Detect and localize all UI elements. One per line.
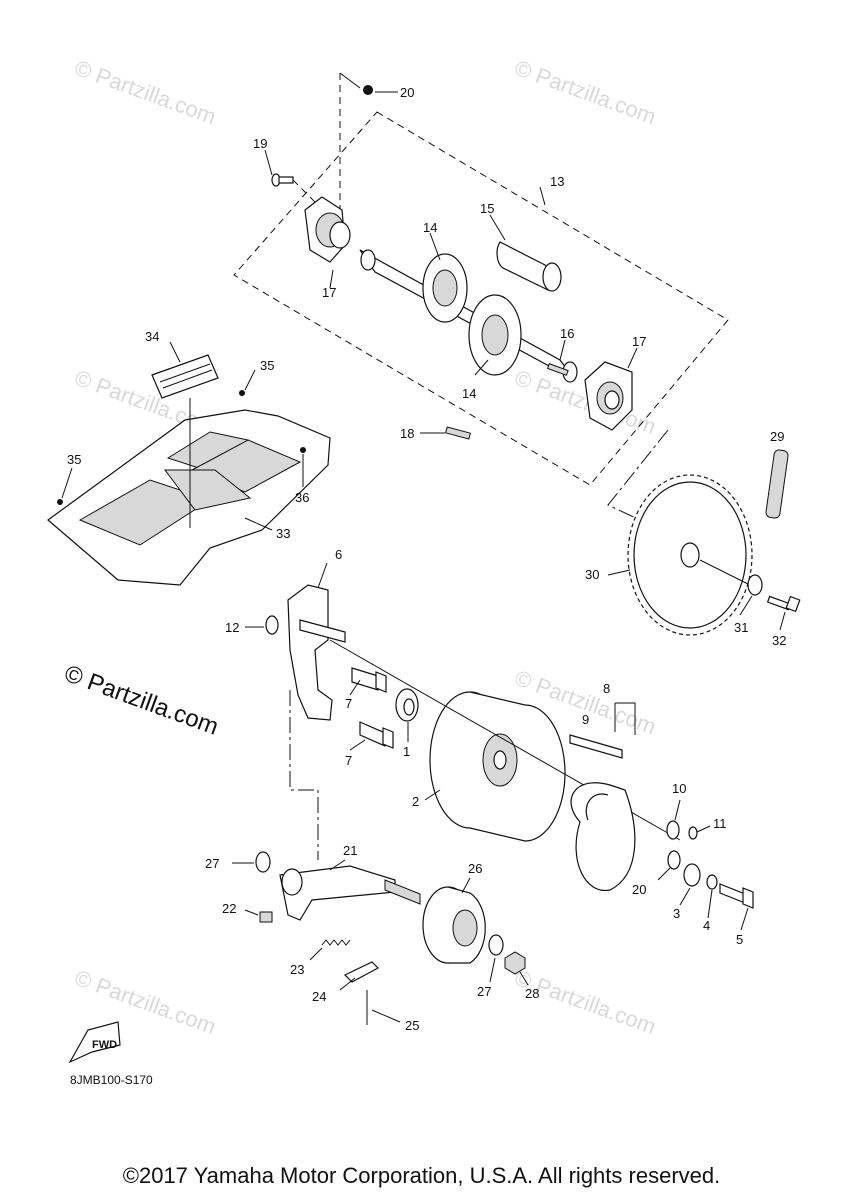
callout-26: 26 xyxy=(468,861,482,876)
leader-lines xyxy=(61,91,786,1023)
part-12-washer xyxy=(265,615,279,635)
part-20-cap xyxy=(363,85,373,95)
callout-35: 35 xyxy=(67,452,81,467)
callout-numbers: 20 19 13 15 14 17 34 35 16 17 14 18 35 3… xyxy=(67,85,786,1033)
callout-13: 13 xyxy=(550,174,564,189)
callout-24: 24 xyxy=(312,989,326,1004)
part-15-sleeve xyxy=(496,241,552,291)
callout-17: 17 xyxy=(632,334,646,349)
callout-12: 12 xyxy=(225,620,239,635)
part-5-bolt xyxy=(719,883,746,904)
callout-21: 21 xyxy=(343,843,357,858)
callout-15: 15 xyxy=(480,201,494,216)
callout-31: 31 xyxy=(734,620,748,635)
callout-7: 7 xyxy=(345,696,352,711)
callout-16: 16 xyxy=(560,326,574,341)
part-27-washer xyxy=(488,934,504,956)
part-16-key xyxy=(546,363,569,376)
part-18-key xyxy=(445,426,471,440)
callout-14: 14 xyxy=(423,220,437,235)
callout-25: 25 xyxy=(405,1018,419,1033)
callout-30: 30 xyxy=(585,567,599,582)
callout-20: 20 xyxy=(400,85,414,100)
callout-10: 10 xyxy=(672,781,686,796)
part-34-label xyxy=(151,354,219,399)
callout-28: 28 xyxy=(525,986,539,1001)
callout-9: 9 xyxy=(582,712,589,727)
part-3-washer xyxy=(683,863,701,887)
callout-32: 32 xyxy=(772,633,786,648)
part-7-bolt xyxy=(359,721,386,747)
callout-3: 3 xyxy=(673,906,680,921)
callout-1: 1 xyxy=(403,744,410,759)
callout-7: 7 xyxy=(345,753,352,768)
callout-20: 20 xyxy=(632,882,646,897)
part-24-plate xyxy=(343,961,379,983)
part-35-screw xyxy=(57,499,63,505)
svg-text:FWD: FWD xyxy=(92,1039,117,1051)
callout-22: 22 xyxy=(222,901,236,916)
callout-33: 33 xyxy=(276,526,290,541)
part-29-chain xyxy=(765,449,789,519)
callout-14: 14 xyxy=(462,386,476,401)
drawing-code: 8JMB100-S170 xyxy=(70,1073,153,1087)
callout-6: 6 xyxy=(335,547,342,562)
callout-35: 35 xyxy=(260,358,274,373)
callout-18: 18 xyxy=(400,426,414,441)
part-22-nut xyxy=(259,911,273,923)
part-23-spring xyxy=(321,939,351,946)
part-27-washer xyxy=(255,851,271,873)
part-7-bolt xyxy=(351,667,379,691)
assembly-13-outline xyxy=(233,111,729,486)
callout-27: 27 xyxy=(477,984,491,999)
callout-2: 2 xyxy=(412,794,419,809)
callout-29: 29 xyxy=(770,429,784,444)
part-11-ring xyxy=(688,826,698,840)
part-9-pin xyxy=(569,734,623,759)
callout-4: 4 xyxy=(703,918,710,933)
callout-8: 8 xyxy=(603,681,610,696)
part-6-bracket xyxy=(287,584,333,721)
part-20-washer xyxy=(667,850,681,870)
copyright-notice: ©2017 Yamaha Motor Corporation, U.S.A. A… xyxy=(122,1163,721,1188)
part-10-washer xyxy=(666,820,680,840)
part-31-washer xyxy=(747,574,763,596)
part-4-lockwasher xyxy=(706,874,718,890)
callout-27: 27 xyxy=(205,856,219,871)
callout-17: 17 xyxy=(322,285,336,300)
callout-5: 5 xyxy=(736,932,743,947)
fwd-arrow-icon: FWD xyxy=(68,1021,121,1064)
part-28-nut xyxy=(504,951,526,975)
part-21-arm xyxy=(279,865,396,921)
callout-11: 11 xyxy=(713,816,727,831)
part-35-screw xyxy=(239,390,245,396)
callout-34: 34 xyxy=(145,329,159,344)
callout-36: 36 xyxy=(295,490,309,505)
part-36-nut xyxy=(300,447,306,453)
callout-19: 19 xyxy=(253,136,267,151)
callout-23: 23 xyxy=(290,962,304,977)
